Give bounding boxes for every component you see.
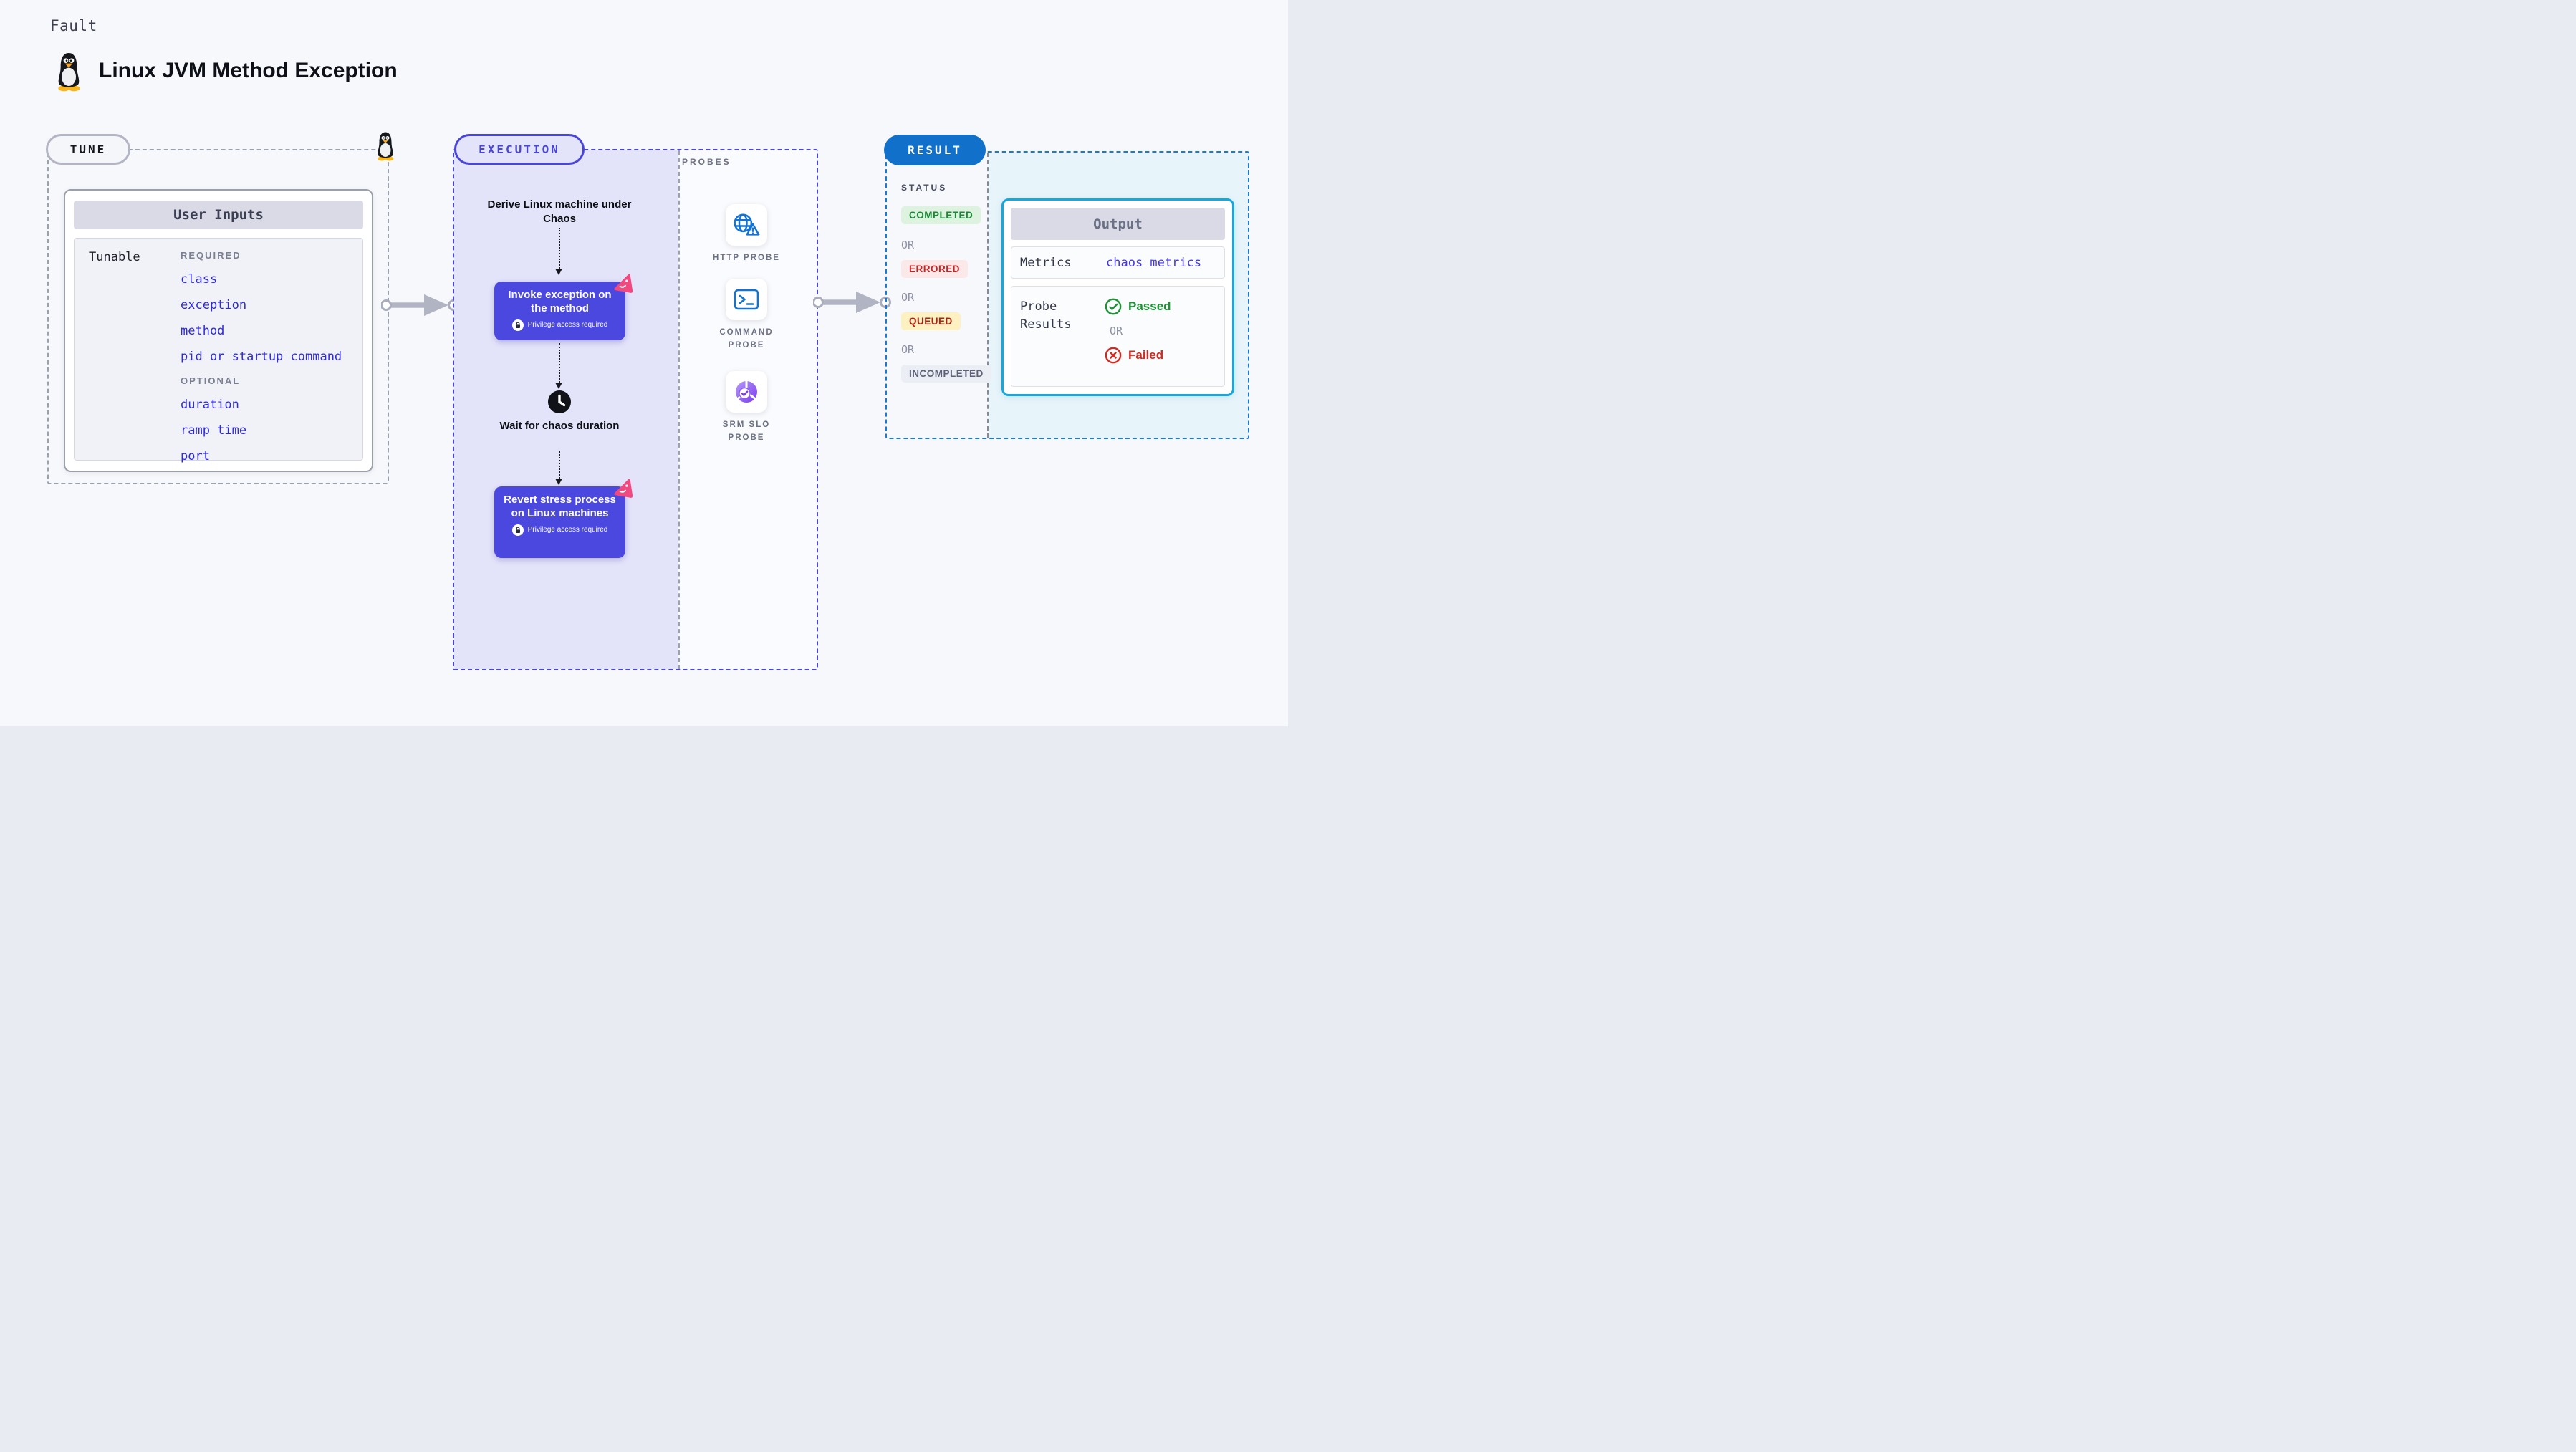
probes-label: PROBES [682,157,731,167]
step-wait-text: Wait for chaos duration [499,420,620,432]
failed-text: Failed [1128,348,1164,362]
arrow-execution-to-result [813,288,892,317]
http-probe-icon [733,213,760,237]
chaos-metrics-link[interactable]: chaos metrics [1106,255,1202,270]
lock-icon [512,524,524,536]
privilege-text: Privilege access required [527,321,608,329]
fault-kicker: Fault [50,17,97,34]
command-probe-icon [734,289,759,310]
user-inputs-header: User Inputs [74,201,363,229]
passed-row: Passed [1105,298,1171,315]
privilege-row: Privilege access required [500,319,620,331]
tunable-row-label: Tunable [89,250,140,264]
http-probe-label: HTTP PROBE [713,254,780,262]
revert-stress-title: Revert stress process on Linux machines [504,494,616,519]
flow-arrow-2 [555,343,562,389]
metrics-label: Metrics [1020,255,1072,270]
output-header: Output [1011,208,1225,240]
passed-text: Passed [1128,299,1171,313]
revert-stress-step: Revert stress process on Linux machines … [494,486,625,558]
failed-x-icon [1105,347,1122,364]
flow-arrow-1 [555,228,562,275]
tunable-link-duration[interactable]: duration [181,398,239,412]
privilege-text: Privilege access required [527,526,608,534]
required-label: REQUIRED [181,250,241,261]
optional-label: OPTIONAL [181,375,241,386]
probe-results-values: Passed OR Failed [1105,298,1171,386]
result-inner-divider [987,153,989,438]
privilege-row: Privilege access required [500,524,620,536]
srm-slo-probe-icon [734,379,759,405]
tunables-panel: Tunable REQUIRED class exception method … [74,238,363,463]
lock-icon [512,319,524,331]
metrics-row: Metrics chaos metrics [1011,246,1225,279]
linux-tux-icon [52,52,86,92]
linux-tux-icon-small [374,130,397,162]
fault-diagram: Fault Linux JVM Method Exception TUNE Us… [0,0,1288,726]
tune-pill: TUNE [46,134,130,165]
invoke-exception-title: Invoke exception on the method [508,289,612,314]
tunable-link-class[interactable]: class [181,272,218,287]
flow-arrow-3 [555,451,562,485]
tunable-link-exception[interactable]: exception [181,298,247,312]
output-card: Output Metrics chaos metrics Probe Resul… [1001,198,1234,396]
http-probe-card [726,204,767,246]
arrow-tune-to-execution [381,291,460,319]
tunable-link-method[interactable]: method [181,324,225,338]
chaos-badge-icon [612,477,634,499]
clock-icon [547,390,572,414]
page-title: Linux JVM Method Exception [99,59,398,82]
command-probe-label: COMMAND PROBE [719,328,774,350]
or-separator: OR [901,343,915,356]
probe-results-label: Probe Results [1020,299,1072,332]
invoke-exception-step: Invoke exception on the method Privilege… [494,282,625,340]
or-separator: OR [901,291,915,304]
step-derive-text: Derive Linux machine under Chaos [487,198,632,225]
status-badge-queued: QUEUED [901,312,961,330]
execution-pill: EXECUTION [454,134,585,165]
chaos-badge-icon [612,272,634,294]
srm-slo-probe-label: SRM SLO PROBE [722,420,771,443]
passed-check-icon [1105,298,1122,315]
or-separator: OR [1110,324,1123,337]
status-badge-errored: ERRORED [901,260,969,278]
user-inputs-card: User Inputs Tunable REQUIRED class excep… [64,189,373,472]
status-badge-incompleted: INCOMPLETED [901,365,991,383]
srm-slo-probe-card [726,371,767,413]
or-separator: OR [901,239,915,251]
status-badge-completed: COMPLETED [901,206,981,224]
tune-section-box [47,149,389,484]
tunables-list: REQUIRED class exception method pid or s… [181,250,342,463]
tunable-link-ramp-time[interactable]: ramp time [181,423,247,438]
result-section-box [885,151,1249,439]
result-pill: RESULT [884,135,986,165]
status-label: STATUS [901,183,948,193]
failed-row: Failed [1105,347,1171,364]
probe-results-row: Probe Results Passed OR Failed [1011,286,1225,387]
command-probe-card [726,279,767,320]
tunable-link-pid-or-startup-command[interactable]: pid or startup command [181,350,342,364]
tunable-link-port[interactable]: port [181,449,210,463]
